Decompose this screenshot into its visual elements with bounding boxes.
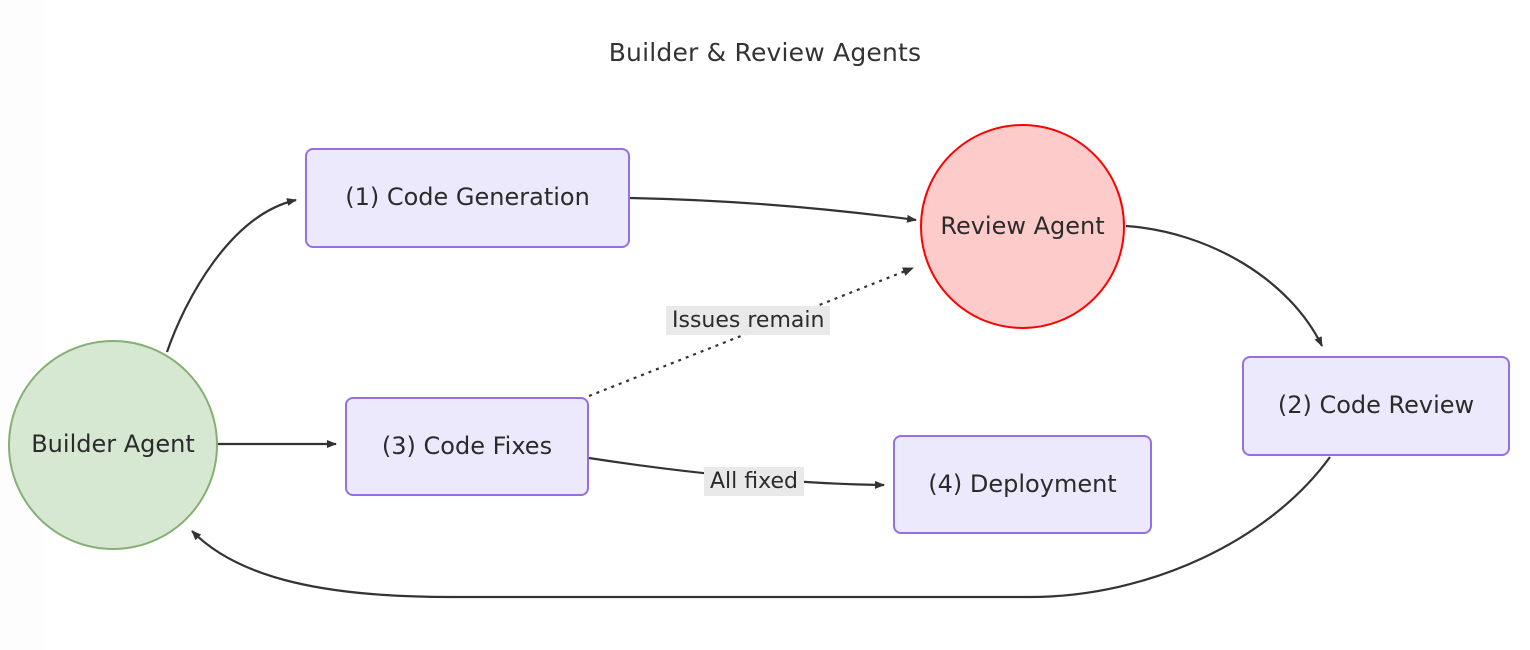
node-review-agent-label: Review Agent — [940, 211, 1105, 240]
canvas-left-gutter — [0, 0, 45, 650]
edge-code-generation-to-review-agent — [629, 196, 917, 223]
node-code-fixes[interactable]: (3) Code Fixes — [345, 397, 589, 496]
node-review-agent[interactable]: Review Agent — [920, 124, 1125, 329]
node-deployment-label: (4) Deployment — [928, 469, 1117, 498]
edge-code-review-to-builder-agent — [191, 456, 1331, 599]
node-builder-agent[interactable]: Builder Agent — [8, 340, 218, 550]
node-code-review-label: (2) Code Review — [1277, 391, 1475, 420]
edge-review-agent-to-code-review — [1125, 224, 1323, 347]
node-deployment[interactable]: (4) Deployment — [893, 435, 1152, 534]
edge-label-all-fixed: All fixed — [704, 467, 804, 496]
edge-code-fixes-to-review-agent-dotted — [588, 266, 914, 398]
edge-builder-to-code-generation — [165, 198, 297, 353]
edge-label-issues-remain: Issues remain — [666, 306, 831, 335]
node-code-generation-label: (1) Code Generation — [345, 183, 590, 212]
node-code-fixes-label: (3) Code Fixes — [381, 431, 553, 460]
node-code-review[interactable]: (2) Code Review — [1242, 356, 1510, 456]
node-builder-agent-label: Builder Agent — [31, 430, 195, 459]
node-code-generation[interactable]: (1) Code Generation — [305, 148, 630, 248]
page-title: Builder & Review Agents — [608, 38, 922, 67]
